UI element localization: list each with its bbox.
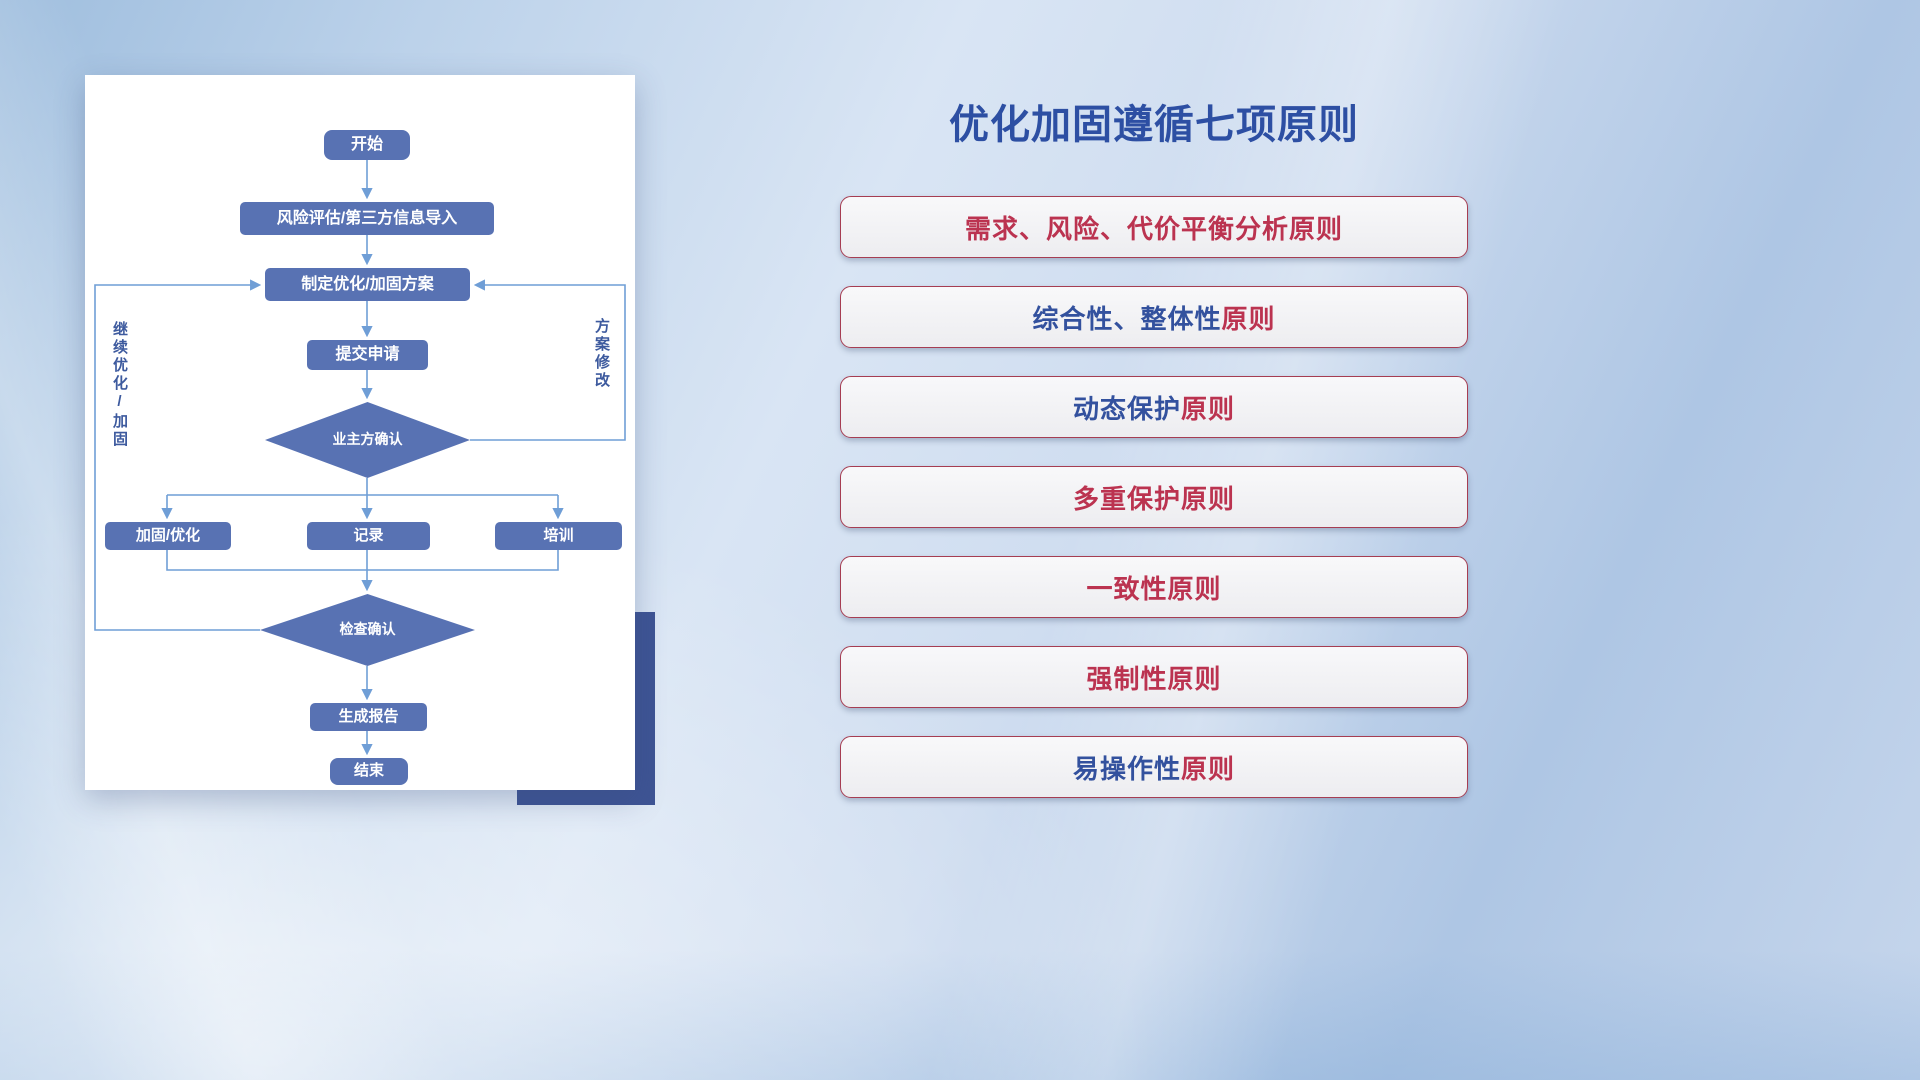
principle-text-blue: 动态保护 (1072, 393, 1181, 424)
principle-text-red: 原则 (1181, 393, 1236, 424)
principle-text-red: 原则 (1181, 753, 1236, 784)
flow-node-report: 生成报告 (310, 703, 427, 731)
principle-box: 强制性原则 (840, 646, 1468, 708)
principle-text-red: 强制性原则 (1086, 663, 1222, 694)
principle-text-red: 一致性原则 (1086, 573, 1222, 604)
principle-box: 动态保护原则 (840, 376, 1468, 438)
flowchart-card: 开始 风险评估/第三方信息导入 制定优化/加固方案 提交申请 业主方确认 加固/… (85, 75, 635, 790)
principle-text-red: 原则 (1221, 303, 1276, 334)
principle-box: 易操作性原则 (840, 736, 1468, 798)
flow-node-record: 记录 (307, 522, 430, 550)
flow-node-make-plan: 制定优化/加固方案 (265, 268, 470, 301)
flow-node-start: 开始 (324, 130, 410, 160)
flow-node-submit: 提交申请 (307, 340, 428, 370)
principle-box: 综合性、整体性原则 (840, 286, 1468, 348)
flow-node-risk-import: 风险评估/第三方信息导入 (240, 202, 494, 235)
page-title: 优化加固遵循七项原则 (949, 103, 1359, 147)
flow-label-continue-loop: 继续优化/加固 (111, 321, 128, 449)
principles-list: 需求、风险、代价平衡分析原则 综合性、整体性原则 动态保护原则 多重保护原则 一… (840, 196, 1468, 798)
flow-label-plan-revision: 方案修改 (593, 318, 610, 390)
principle-text-red: 需求、风险、代价平衡分析原则 (964, 213, 1343, 244)
flow-node-end: 结束 (330, 758, 408, 785)
principle-text-red: 多重保护原则 (1072, 483, 1235, 514)
flow-node-reinforce: 加固/优化 (105, 522, 231, 550)
principle-text-blue: 综合性、整体性 (1032, 303, 1222, 334)
principle-box: 一致性原则 (840, 556, 1468, 618)
principle-box: 需求、风险、代价平衡分析原则 (840, 196, 1468, 258)
principle-box: 多重保护原则 (840, 466, 1468, 528)
principle-text-blue: 易操作性 (1072, 753, 1181, 784)
flow-node-training: 培训 (495, 522, 622, 550)
